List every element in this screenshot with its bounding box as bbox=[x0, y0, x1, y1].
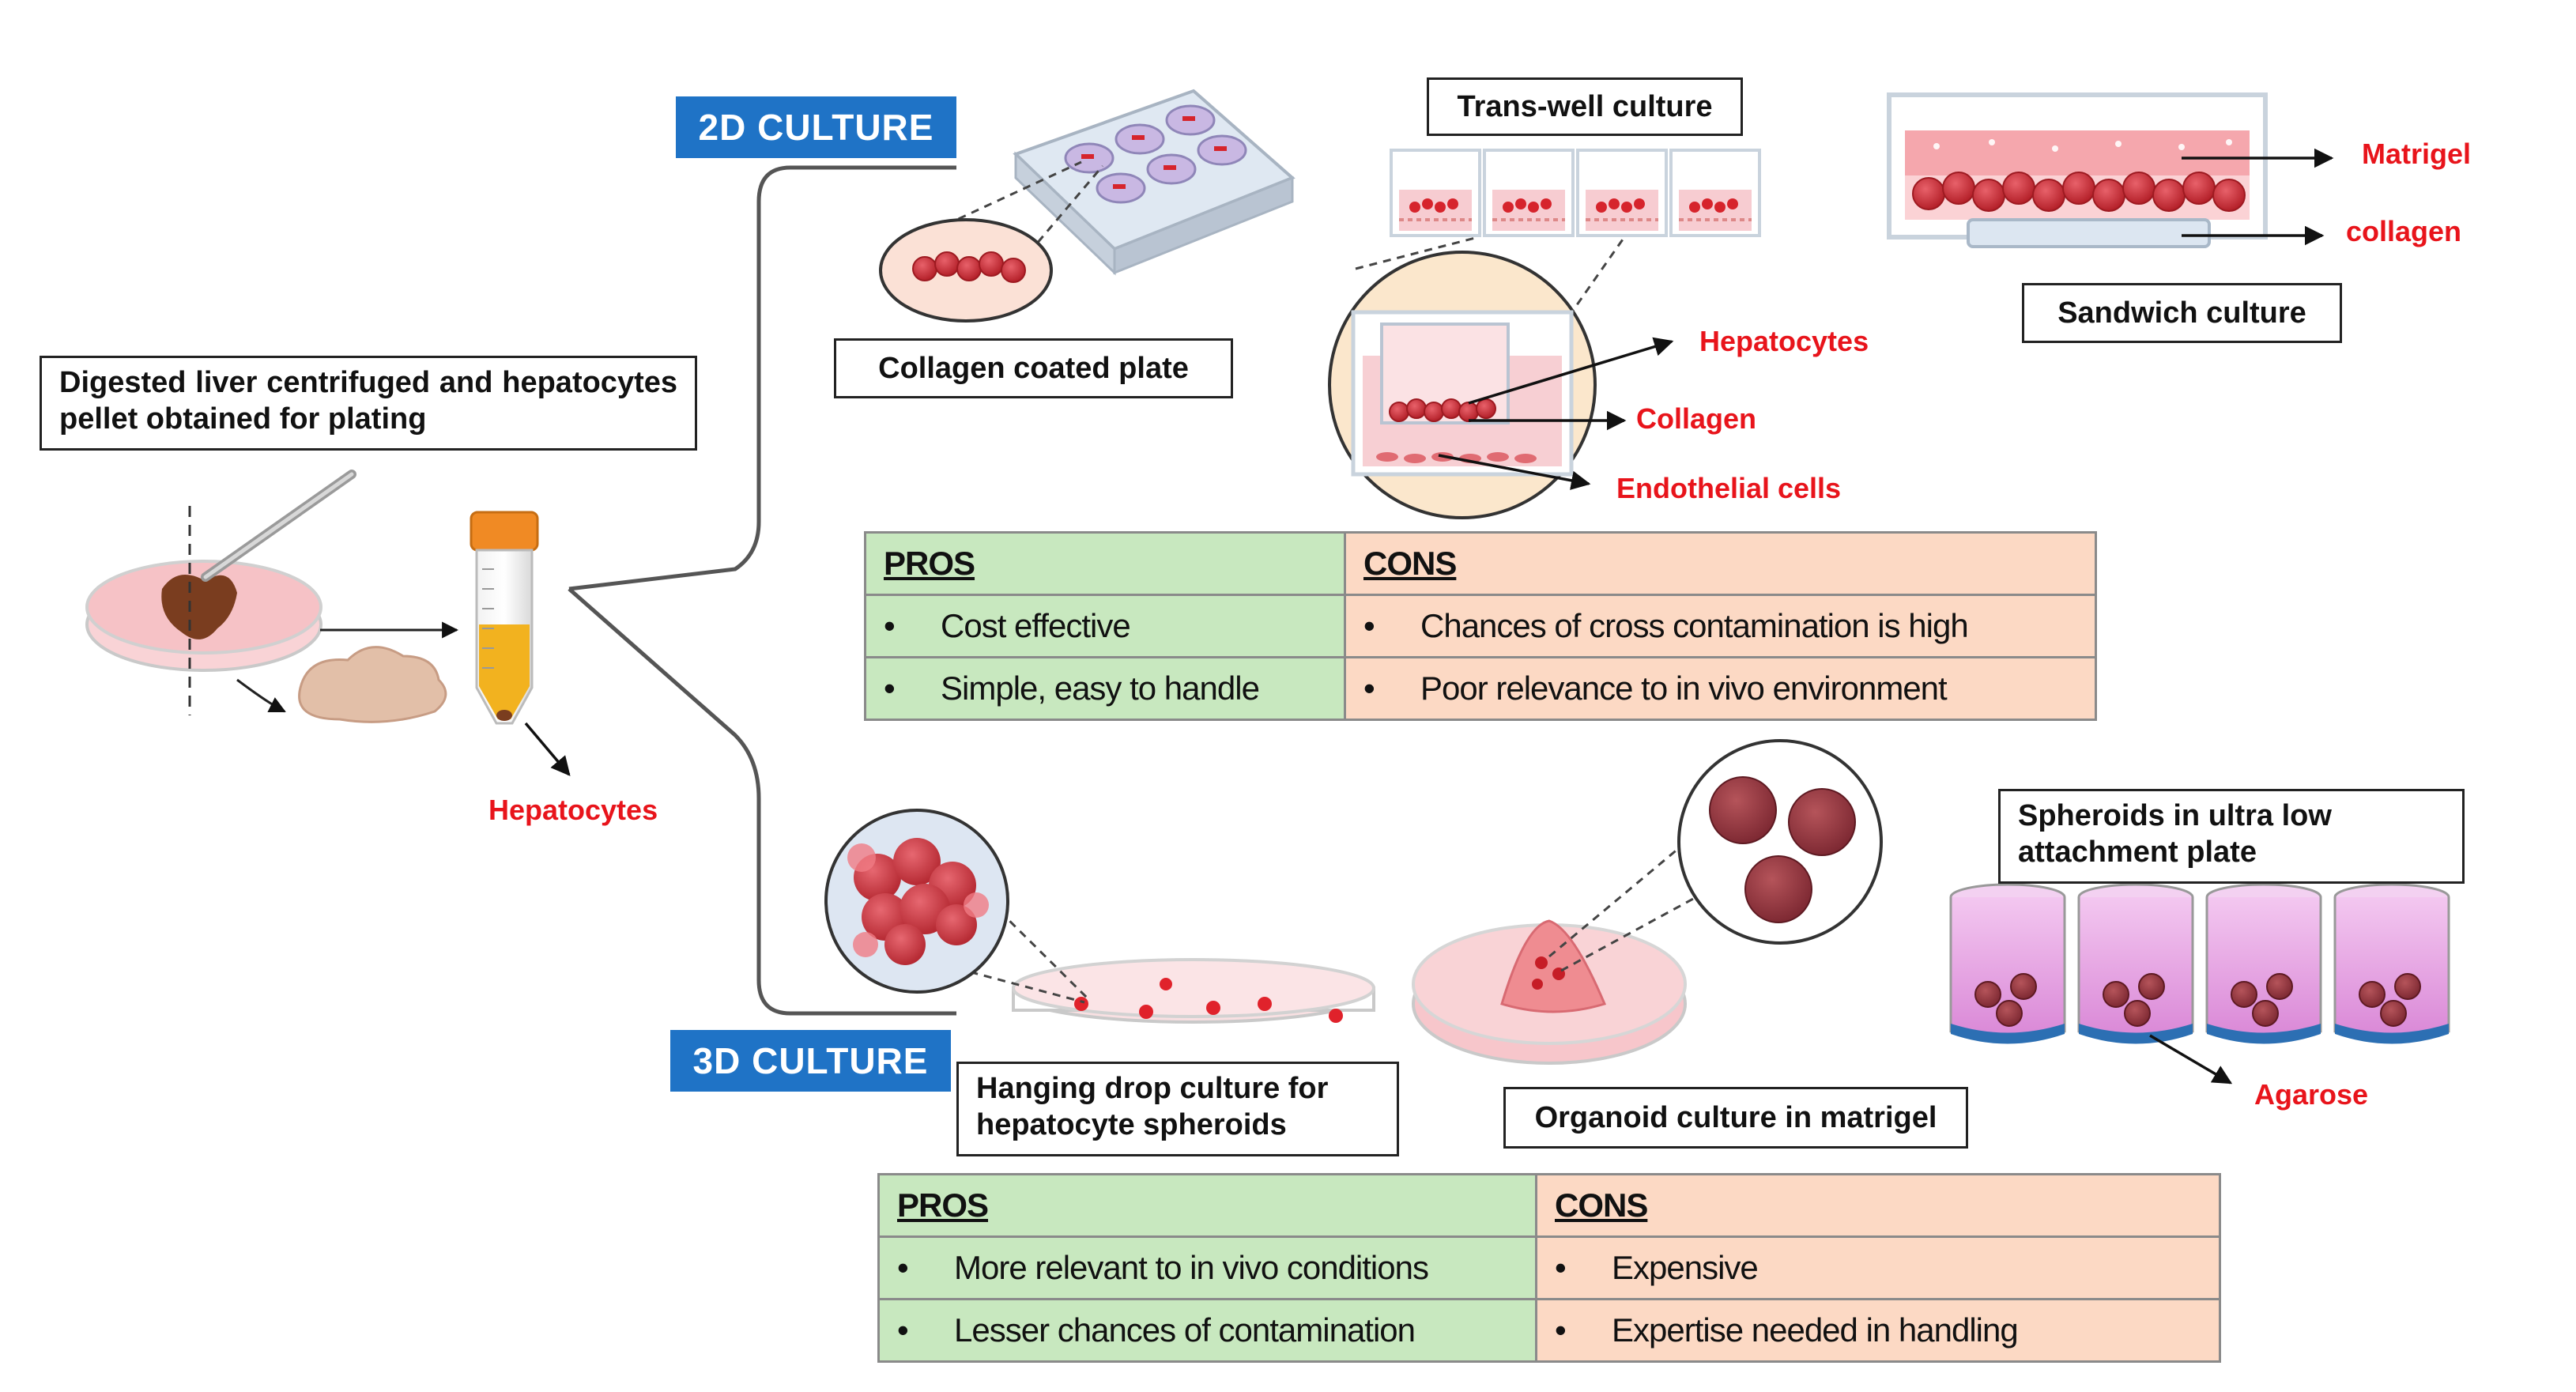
pro-text: Simple, easy to handle bbox=[941, 670, 1260, 707]
transwell-zoom bbox=[1328, 236, 1626, 519]
caption-organoid-culture: Organoid culture in matrigel bbox=[1503, 1087, 1968, 1149]
label-hepatocytes-tube: Hepatocytes bbox=[488, 794, 658, 826]
con-cell: • Expertise needed in handling bbox=[1535, 1298, 2221, 1363]
table-header-row: PROS CONS bbox=[877, 1173, 2221, 1238]
table-header-row: PROS CONS bbox=[864, 531, 2097, 596]
pro-cell: • Lesser chances of contamination bbox=[877, 1298, 1537, 1363]
pro-text: More relevant to in vivo conditions bbox=[954, 1249, 1429, 1286]
table-row: • More relevant to in vivo conditions • Ex… bbox=[877, 1235, 2221, 1300]
label-collagen-transwell: Collagen bbox=[1636, 402, 1757, 435]
bullet: • bbox=[1363, 670, 1375, 707]
transwell-arrows bbox=[1438, 337, 1674, 490]
pros-cons-table-2d: PROS CONS • Cost effective • Chances of cr… bbox=[864, 531, 2097, 721]
bullet: • bbox=[1555, 1249, 1567, 1286]
label-matrigel: Matrigel bbox=[2362, 138, 2472, 170]
bracket-3d bbox=[568, 587, 956, 1016]
table-row: • Lesser chances of contamination • Expert… bbox=[877, 1298, 2221, 1363]
sandwich-culture-well bbox=[1887, 92, 2268, 248]
centrifuge-tube bbox=[470, 511, 539, 725]
bracket-lines bbox=[568, 165, 956, 1016]
pro-cell: • More relevant to in vivo conditions bbox=[877, 1235, 1537, 1300]
bracket-2d bbox=[568, 165, 956, 591]
pros-header: PROS bbox=[877, 1173, 1537, 1238]
header-3d-culture: 3D CULTURE bbox=[670, 1030, 951, 1092]
caption-digested-liver: Digested liver centrifuged and hepatocyt… bbox=[40, 356, 697, 451]
pro-text: Lesser chances of contamination bbox=[954, 1311, 1416, 1349]
pros-header: PROS bbox=[864, 531, 1346, 596]
pro-cell: • Simple, easy to handle bbox=[864, 656, 1346, 721]
hanging-drop-zoom bbox=[824, 809, 1088, 1004]
cons-header: CONS bbox=[1535, 1173, 2221, 1238]
bullet: • bbox=[1363, 607, 1375, 644]
arrow-hepatocytes-tube bbox=[524, 722, 571, 776]
caption-collagen-coated-plate: Collagen coated plate bbox=[834, 338, 1233, 398]
bullet: • bbox=[1555, 1311, 1567, 1349]
caption-transwell-culture: Trans-well culture bbox=[1427, 77, 1743, 136]
cell-pellet bbox=[298, 646, 447, 723]
header-2d-culture: 2D CULTURE bbox=[676, 96, 956, 158]
table-row: • Cost effective • Chances of cross contam… bbox=[864, 594, 2097, 658]
label-collagen-sandwich: collagen bbox=[2346, 215, 2462, 247]
cons-header: CONS bbox=[1344, 531, 2097, 596]
con-cell: • Chances of cross contamination is high bbox=[1344, 594, 2097, 658]
liver-petri-dish bbox=[85, 470, 356, 715]
bullet: • bbox=[884, 607, 896, 644]
bullet: • bbox=[884, 670, 896, 707]
con-text: Expertise needed in handling bbox=[1612, 1311, 2019, 1349]
collagen-well-plate bbox=[1013, 89, 1296, 276]
con-text: Chances of cross contamination is high bbox=[1420, 607, 1969, 644]
con-cell: • Expensive bbox=[1535, 1235, 2221, 1300]
label-agarose: Agarose bbox=[2254, 1078, 2369, 1111]
organoid-zoom bbox=[1548, 739, 1883, 972]
label-endothelial-cells: Endothelial cells bbox=[1616, 472, 1842, 504]
caption-sandwich-culture: Sandwich culture bbox=[2022, 283, 2342, 343]
arrow-agarose bbox=[2149, 1034, 2233, 1085]
bullet: • bbox=[897, 1249, 909, 1286]
caption-hanging-drop: Hanging drop culture for hepatocyte sphe… bbox=[956, 1062, 1399, 1156]
con-text: Expensive bbox=[1612, 1249, 1759, 1286]
label-hepatocytes-transwell: Hepatocytes bbox=[1699, 325, 1869, 357]
collagen-plate-zoom bbox=[879, 160, 1104, 323]
pro-text: Cost effective bbox=[941, 607, 1131, 644]
sandwich-arrows bbox=[2182, 148, 2334, 246]
bullet: • bbox=[897, 1311, 909, 1349]
table-row: • Simple, easy to handle • Poor relevance … bbox=[864, 656, 2097, 721]
con-cell: • Poor relevance to in vivo environment bbox=[1344, 656, 2097, 721]
ultra-low-attachment-plate bbox=[1949, 883, 2450, 1045]
caption-ultra-low-attachment: Spheroids in ultra low attachment plate bbox=[1998, 789, 2465, 884]
organoid-dish bbox=[1412, 919, 1687, 1065]
con-text: Poor relevance to in vivo environment bbox=[1420, 670, 1948, 707]
pros-cons-table-3d: PROS CONS • More relevant to in vivo cond… bbox=[877, 1173, 2221, 1363]
hanging-drop-dish bbox=[1012, 958, 1375, 1024]
transwell-row bbox=[1390, 149, 1761, 237]
pro-cell: • Cost effective bbox=[864, 594, 1346, 658]
